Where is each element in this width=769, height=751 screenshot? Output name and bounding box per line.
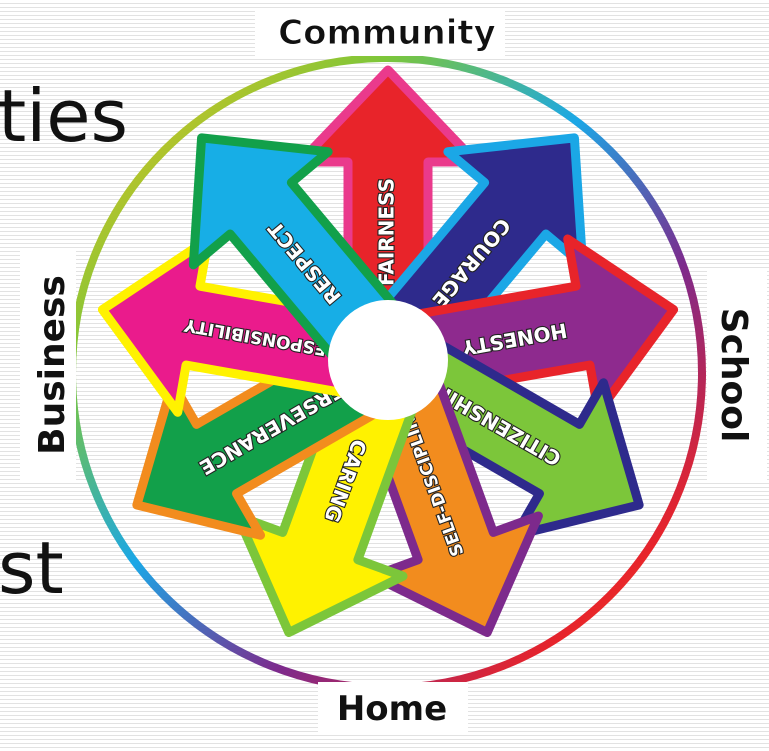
label-school: School <box>713 308 754 443</box>
center-hub <box>328 300 448 420</box>
arrow-caring: CARING <box>233 349 428 638</box>
arrow-label: FAIRNESS <box>375 178 399 286</box>
label-community: Community <box>278 13 496 53</box>
partial-body-text: st <box>0 526 64 610</box>
label-bg-top <box>255 8 505 56</box>
label-bg-bottom <box>318 682 468 732</box>
label-bg-right <box>707 270 767 480</box>
label-bg-left <box>20 250 76 480</box>
label-home: Home <box>337 689 447 729</box>
partial-heading-text: ties <box>0 74 129 158</box>
label-business: Business <box>32 275 73 455</box>
